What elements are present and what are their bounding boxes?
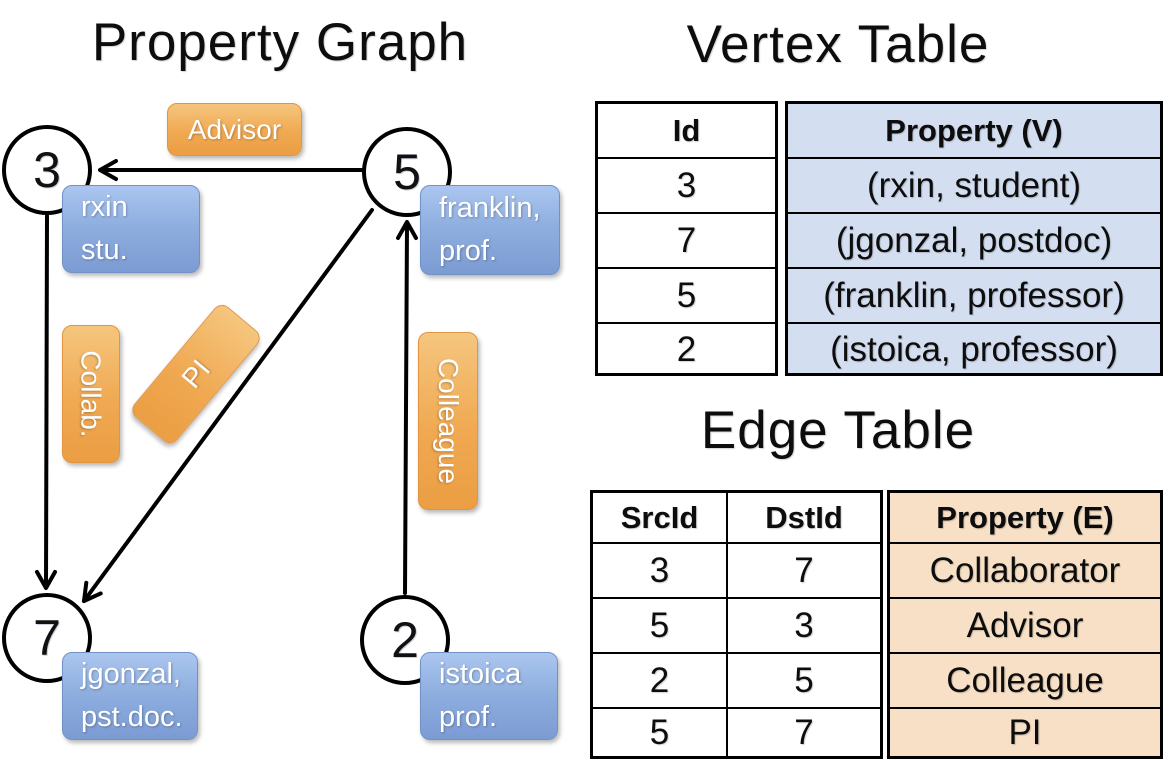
edge-table-cell-property: PI [1008,712,1042,752]
edge-collab-line [44,214,49,588]
edge-table-property-column: Property (E) Collaborator Advisor Collea… [887,490,1163,759]
edge-label-pi-text: PI [175,353,216,394]
edge-table-cell-property: Advisor [966,605,1084,645]
edge-pi-line [82,208,374,603]
table-row: Advisor [890,597,1160,652]
edge-table-cell-src: 5 [593,709,728,756]
vertex-prop-box-3: rxin stu. [62,185,200,273]
vertex-node-2: 2 [360,595,450,685]
edge-table-header-property: Property (E) [936,499,1114,535]
edge-table-cell-dst: 7 [794,712,814,752]
vertex-table-cell-id: 3 [676,165,697,205]
vertex-table-cell-property: (istoica, professor) [830,330,1118,369]
vertex-table-title: Vertex Table [686,15,990,74]
vertex-table-property-column: Property (V) (rxin, student) (jgonzal, p… [785,101,1163,376]
edge-table-cell-dst: 7 [794,550,814,590]
edge-label-advisor-text: Advisor [187,113,282,145]
table-row: 2 5 [593,652,880,707]
edge-colleague-arrowhead [396,220,418,240]
edge-label-collab: Collab. [62,325,120,463]
vertex-prop-box-7-line2: pst.doc. [81,701,183,733]
vertex-prop-box-7: jgonzal, pst.doc. [62,652,198,740]
vertex-prop-box-2-line2: prof. [439,701,498,733]
table-row: Colleague [890,652,1160,707]
table-row: 2 [598,322,775,376]
vertex-table-header-id: Id [672,112,701,148]
table-row: Collaborator [890,542,1160,597]
vertex-table-header-property: Property (V) [885,112,1063,148]
vertex-prop-box-2-line1: istoica [439,657,522,690]
table-row: 5 [598,267,775,322]
table-row: (rxin, student) [788,157,1160,212]
vertex-prop-box-5: franklin, prof. [420,185,560,275]
table-row: 7 [598,212,775,267]
edge-table-cell-property: Colleague [946,660,1104,700]
edge-label-advisor: Advisor [167,103,302,156]
vertex-prop-box-5-line2: prof. [439,235,498,267]
edge-table-title: Edge Table [700,401,976,460]
vertex-table-cell-id: 7 [676,220,697,260]
vertex-node-3-id: 3 [33,142,61,198]
table-row: (franklin, professor) [788,267,1160,322]
vertex-prop-box-5-line1: franklin, [439,191,541,224]
edge-label-colleague: Colleague [418,332,478,510]
vertex-node-7-id: 7 [33,610,61,666]
edge-table-cell-dst: 5 [794,660,814,700]
edge-table-src-dst-columns: SrcId DstId 3 7 5 3 2 5 5 7 [590,490,883,759]
vertex-table-cell-property: (rxin, student) [867,165,1081,205]
vertex-prop-box-7-line1: jgonzal, [81,657,181,690]
edge-table-cell-dst: 3 [794,605,814,645]
table-row: (jgonzal, postdoc) [788,212,1160,267]
vertex-prop-box-2: istoica prof. [420,652,558,740]
table-row: (istoica, professor) [788,322,1160,376]
edge-table-cell-src: 5 [593,599,728,652]
vertex-prop-box-3-line1: rxin [81,190,128,223]
vertex-table-id-column: Id 3 7 5 2 [595,101,778,376]
table-row: 3 7 [593,542,880,597]
vertex-table-cell-id: 2 [676,330,697,369]
table-row: PI [890,707,1160,756]
vertex-node-3: 3 [2,125,92,215]
vertex-node-5-id: 5 [393,144,421,200]
edge-table-header-dstid: DstId [765,499,843,535]
edge-collab-arrowhead [35,570,57,590]
edge-colleague-line [403,222,409,595]
edge-advisor-arrowhead [98,159,118,181]
vertex-node-2-id: 2 [391,612,419,668]
property-graph-title: Property Graph [91,13,469,72]
edge-label-colleague-text: Colleague [433,357,465,485]
table-row: 5 7 [593,707,880,756]
edge-table-cell-property: Collaborator [929,550,1121,590]
vertex-table-cell-property: (franklin, professor) [823,275,1125,315]
edge-table-cell-src: 2 [593,654,728,707]
table-row: 3 [598,157,775,212]
edge-pi-arrowhead [82,580,103,603]
vertex-table-cell-property: (jgonzal, postdoc) [835,220,1113,260]
table-row: 5 3 [593,597,880,652]
edge-label-collab-text: Collab. [76,350,108,438]
edge-table-cell-src: 3 [593,544,728,597]
vertex-table-cell-id: 5 [676,275,697,315]
vertex-prop-box-3-line2: stu. [81,234,128,266]
edge-table-header-srcid: SrcId [593,493,728,542]
